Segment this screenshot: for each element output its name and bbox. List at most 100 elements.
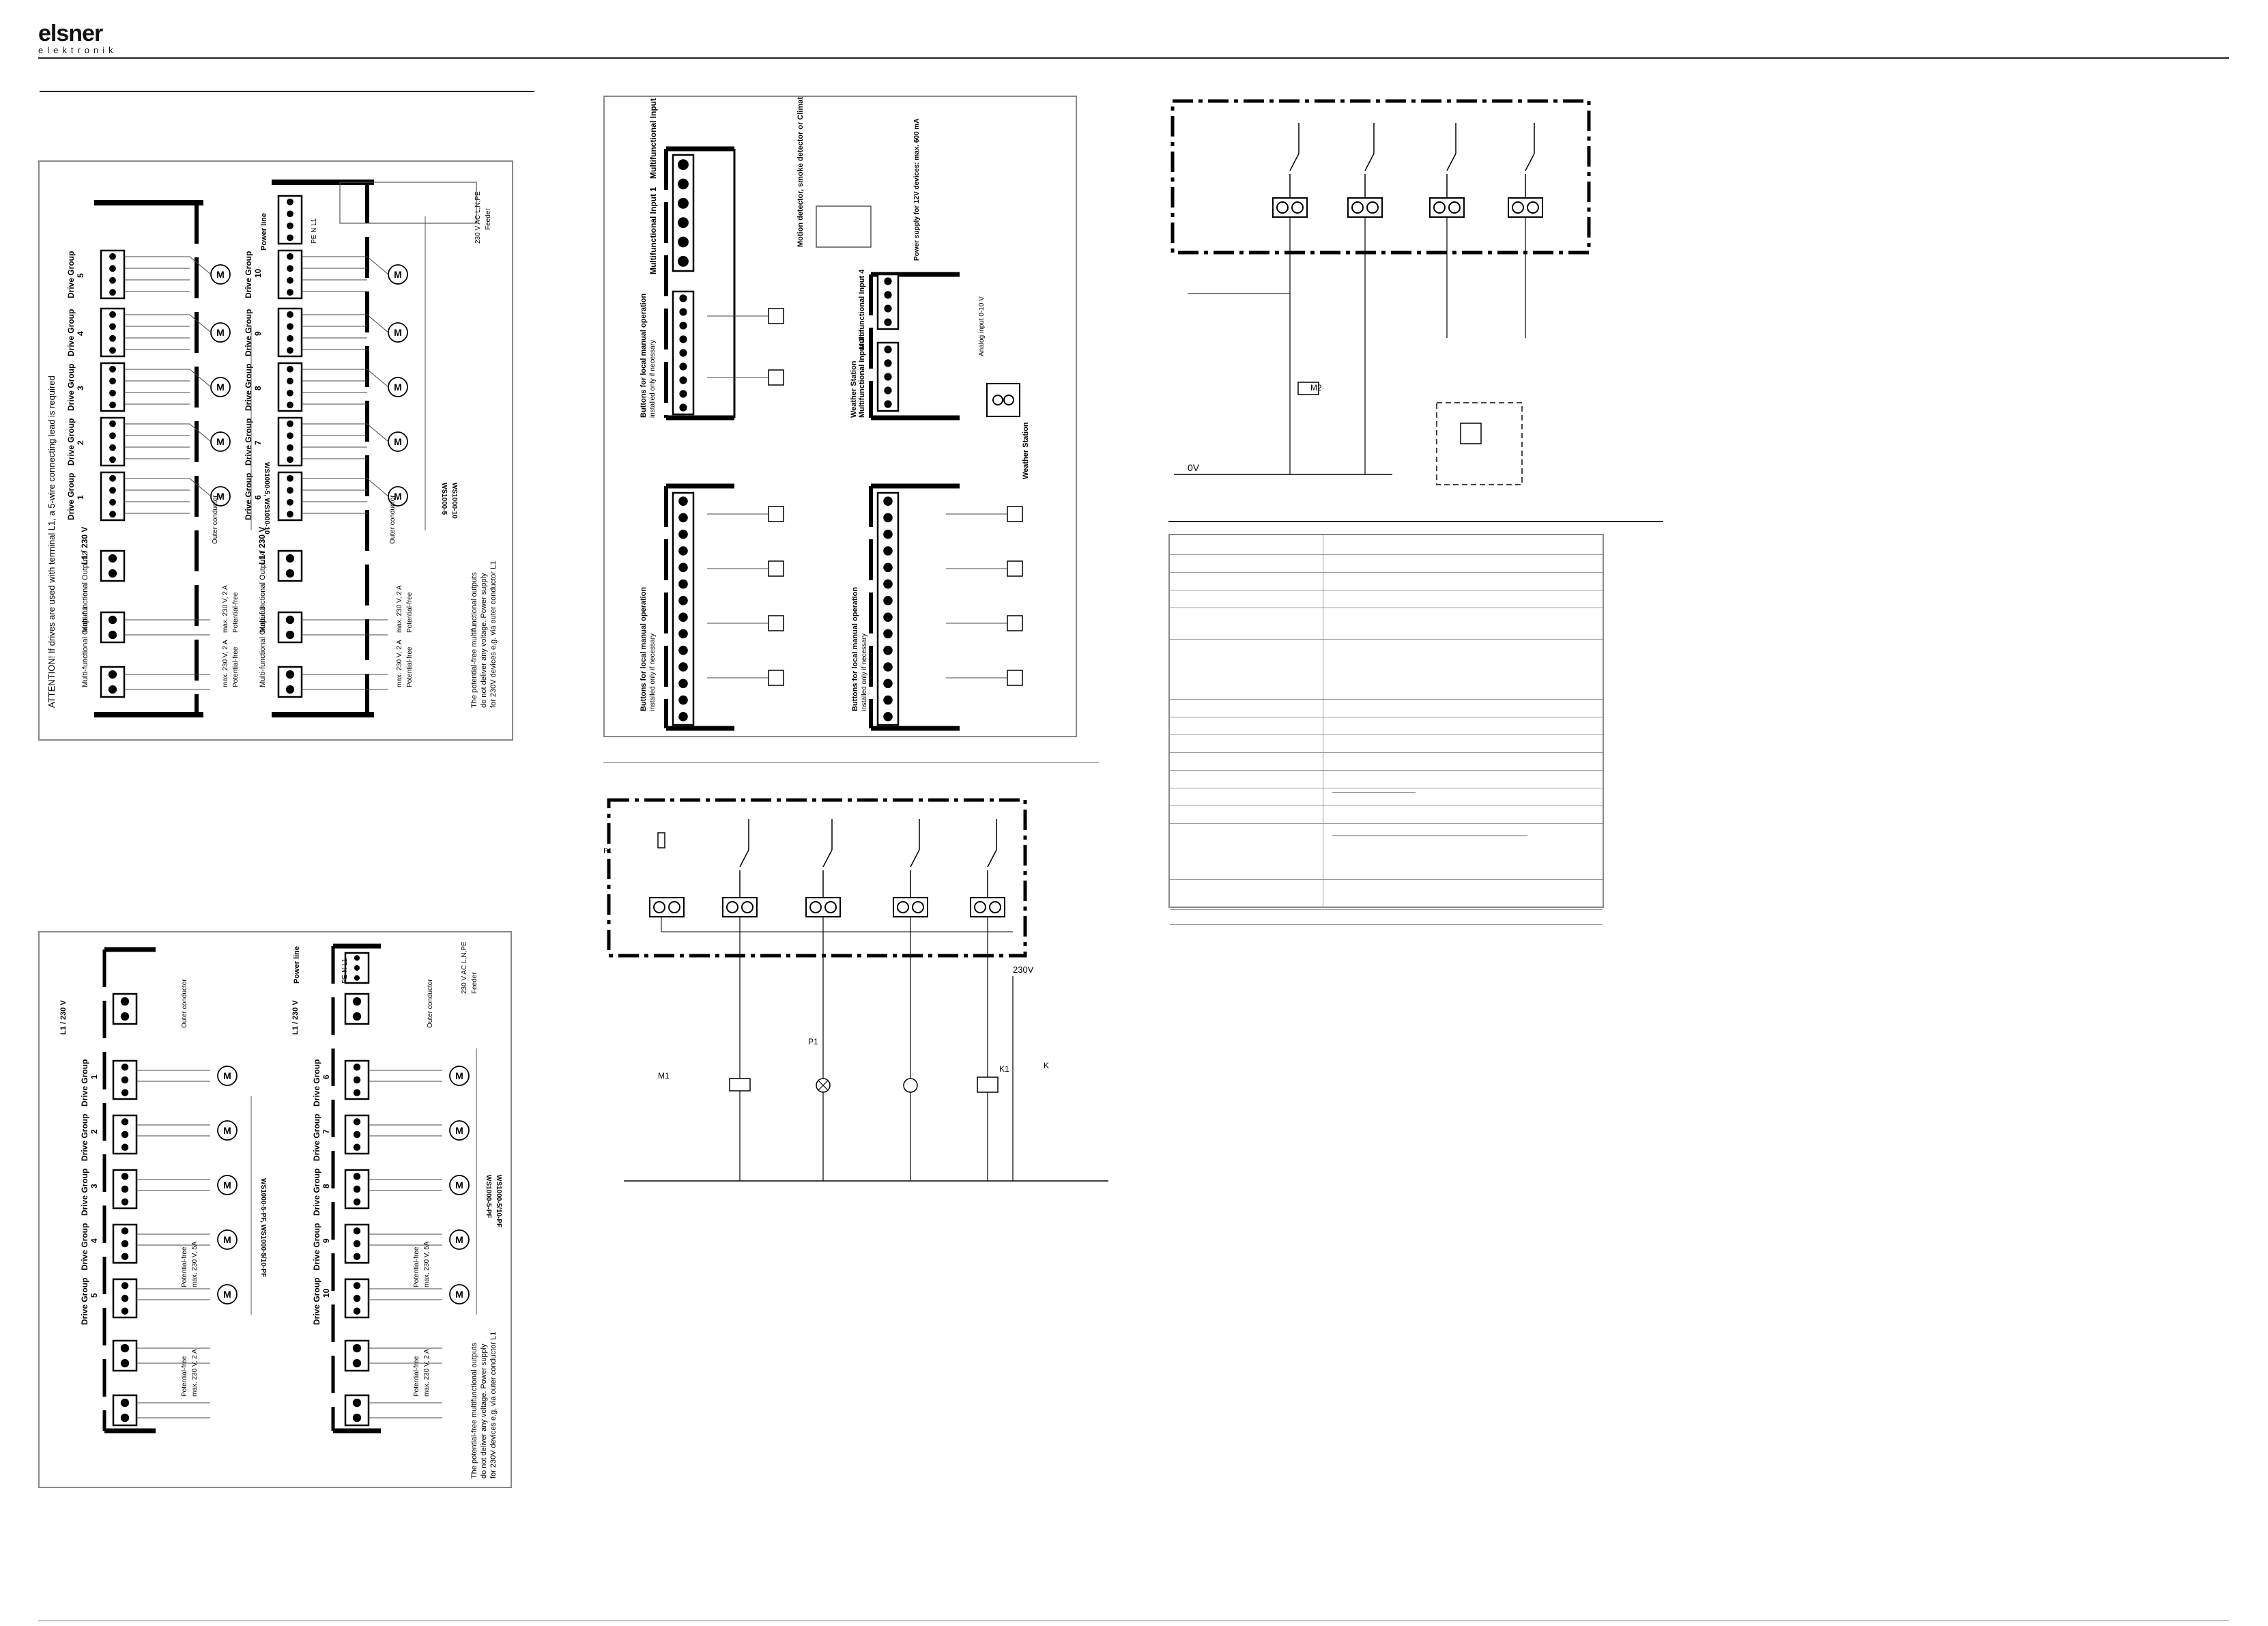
button-symbol — [1007, 506, 1023, 522]
terminal-screw — [668, 901, 680, 913]
terminal-block — [100, 666, 126, 698]
terminal-screw — [353, 1253, 361, 1260]
wiring-diagram-b-svg: Multifunctional Input 1 Multifunctional … — [640, 59, 1030, 731]
terminal-screw — [109, 276, 116, 284]
terminal-block — [344, 1278, 370, 1319]
max-rating-label: max. 230 V, 5A — [191, 1241, 199, 1287]
installed-only-label: installed only if necessary — [861, 633, 868, 711]
wire — [367, 423, 389, 442]
terminal-block — [672, 154, 695, 272]
table-row — [1170, 823, 1603, 824]
terminal-screw — [1433, 201, 1446, 214]
terminal-block — [277, 666, 303, 698]
terminal-block — [277, 550, 303, 582]
section-rule-1 — [40, 91, 534, 92]
footnote-line: do not deliver any voltage. Power supply — [480, 1343, 488, 1479]
terminal-screw — [287, 498, 293, 506]
terminal-screw — [287, 432, 293, 440]
model-label: WS1000-5, WS1000-10 — [263, 462, 270, 534]
section-rule-2 — [603, 762, 1099, 763]
terminal-screw — [121, 1282, 129, 1289]
drive-group-label: Drive Group — [66, 309, 76, 356]
terminal-screw — [678, 562, 688, 573]
potential-free-label: Potential-free — [181, 1356, 188, 1397]
terminal-screw — [121, 1130, 129, 1139]
power-supply-note: Power supply for 12V devices: max. 600 m… — [913, 119, 921, 261]
terminal-screw — [121, 1294, 129, 1302]
terminal-screw — [109, 253, 116, 260]
spec-table — [1168, 534, 1604, 925]
terminal-block-frame — [876, 491, 900, 726]
terminal-screw — [679, 362, 687, 371]
terminal-screw — [353, 1118, 361, 1126]
potential-free-label: Potential-free — [406, 592, 414, 633]
terminal-screw — [285, 554, 295, 563]
motor-circle — [449, 1120, 470, 1141]
table-underline — [1332, 792, 1416, 793]
terminal-block — [112, 1278, 138, 1319]
switch-contact — [1289, 153, 1300, 171]
model-label: WS1000-5 — [440, 483, 448, 515]
table-row — [1170, 770, 1603, 771]
motor-icon: M — [449, 1175, 470, 1195]
terminal-screw — [287, 253, 293, 260]
terminal-screw — [883, 679, 893, 689]
terminal-block — [100, 611, 126, 644]
switch-contact — [987, 849, 997, 868]
voltage-label: 0V — [1188, 462, 1200, 473]
terminal-block — [649, 897, 685, 917]
terminal-screw — [883, 645, 893, 655]
motor-circle — [449, 1229, 470, 1250]
button-symbol — [768, 506, 784, 522]
wire — [189, 314, 212, 333]
terminal-screw — [353, 1198, 361, 1206]
max-rating-label: max. 230 V, 5A — [423, 1241, 431, 1287]
installed-only-label: installed only if necessary — [649, 340, 657, 418]
terminal-screw — [884, 386, 892, 395]
l1-label: L1 / 230 V — [291, 1000, 300, 1035]
terminal-screw — [109, 311, 116, 318]
terminal-screw — [287, 334, 293, 342]
terminal-block — [112, 1169, 138, 1210]
terminal-screw — [287, 323, 293, 330]
terminal-screw — [109, 389, 116, 397]
wire — [189, 423, 212, 442]
terminal-screw — [287, 420, 293, 427]
terminal-screw — [352, 1413, 362, 1423]
terminal-screw — [679, 335, 687, 343]
terminal-screw — [109, 265, 116, 272]
motor-icon: M — [217, 1229, 238, 1250]
relay-coil-symbol — [729, 1078, 751, 1092]
motor-icon: M — [449, 1066, 470, 1086]
terminal-screw — [109, 487, 116, 494]
header-rule — [38, 57, 2229, 59]
terminal-screw — [285, 615, 295, 625]
terminal-screw — [824, 901, 837, 913]
terminal-screw — [285, 569, 295, 578]
terminal-screw — [353, 1064, 361, 1071]
terminal-screw — [884, 277, 892, 285]
component-label: K1 — [999, 1064, 1009, 1074]
button-symbol — [1007, 615, 1023, 631]
terminal-screw — [678, 159, 689, 171]
terminal-screw — [1366, 201, 1379, 214]
terminal-screw — [287, 234, 293, 242]
terminal-screw — [109, 444, 116, 451]
drive-group-label: Drive Group — [80, 1059, 89, 1107]
terminal-screw — [121, 1118, 129, 1126]
drive-group-number: 4 — [76, 331, 85, 336]
terminal-screw — [121, 1076, 129, 1084]
weather-station-label: Weather Station — [850, 360, 858, 418]
footnote-line: The potential-free multifunctional outpu… — [470, 1343, 478, 1479]
motor-circle — [449, 1284, 470, 1304]
circuit-diagram-outputs: 230V M1 P1 K1 K F1 — [603, 792, 1108, 1188]
drive-group-label: Drive Group — [244, 251, 253, 298]
terminal-screw — [109, 420, 116, 427]
terminal-screw — [287, 265, 293, 272]
terminal-screw — [109, 323, 116, 330]
terminal-screw — [121, 1143, 129, 1151]
attention-note: ATTENTION! If drives are used with termi… — [46, 375, 57, 708]
terminal-screw — [883, 596, 893, 605]
mf-output-label: L1 / 230 V — [257, 527, 267, 565]
